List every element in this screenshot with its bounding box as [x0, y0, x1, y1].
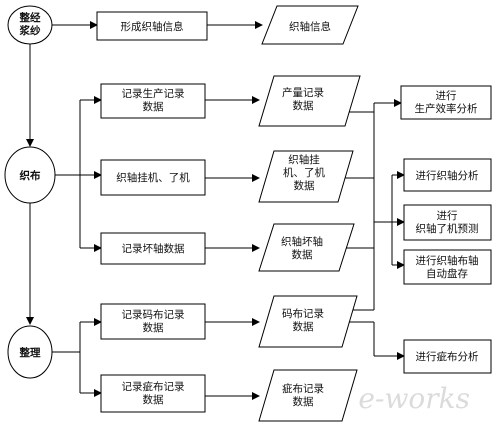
data-production-records: 产量记录数据	[258, 75, 361, 127]
circle-weaving-label: 织布	[20, 169, 41, 182]
label-line: 数据	[294, 179, 315, 192]
label-line: 进行织轴布轴	[416, 254, 479, 267]
label-line: 记录码布记录	[122, 309, 185, 321]
label-line: 形成织轴信息	[121, 20, 184, 33]
data-beam-on-off-label: 织轴挂机、了机数据	[283, 153, 325, 192]
label-line: 进行	[436, 89, 457, 102]
process-box-record-bad-beam: 记录坏轴数据	[100, 232, 206, 265]
analysis-production-efficiency: 进行生产效率分析	[400, 85, 492, 120]
label-line: 进行疵布分析	[416, 350, 479, 363]
label-line: 进行织轴分析	[416, 169, 479, 182]
label-line: 数据	[143, 100, 164, 113]
analysis-beam: 进行织轴分析	[403, 158, 492, 192]
data-production-records-label: 产量记录数据	[282, 86, 324, 112]
label-line: 产量记录	[282, 86, 324, 99]
data-beam-on-off: 织轴挂机、了机数据	[258, 150, 354, 203]
label-line: 码布记录	[282, 308, 324, 320]
data-bad-beam: 织轴坏轴数据	[258, 223, 355, 272]
connectors	[26, 21, 405, 400]
circle-finishing-label: 整理	[19, 346, 41, 359]
label-line: 织轴挂	[288, 153, 320, 166]
circle-weaving: 织布	[4, 146, 56, 204]
process-record-defect-cloth-label: 记录疵布记录数据	[122, 380, 185, 406]
label-line: 记录生产记录	[122, 87, 185, 100]
analysis-defect-cloth: 进行疵布分析	[403, 339, 492, 374]
label-line: 浆纱	[19, 24, 41, 37]
label-line: 数据	[293, 99, 314, 112]
label-line: 数据	[292, 248, 313, 261]
data-beam-info-label: 织轴信息	[289, 20, 331, 33]
label-line: 数据	[293, 395, 314, 408]
analysis-beam-off-prediction-label: 进行织轴了机预测	[416, 209, 479, 235]
data-defect-cloth: 疵布记录数据	[258, 369, 358, 422]
process-box-record-defect-cloth: 记录疵布记录数据	[100, 374, 206, 413]
data-defect-cloth-label: 疵布记录数据	[282, 382, 324, 408]
circle-warping-sizing: 整经浆纱	[7, 5, 53, 45]
label-line: 数据	[143, 321, 164, 334]
label-line: 织布	[20, 169, 41, 182]
label-line: 自动盘存	[426, 267, 468, 280]
label-line: 整经	[19, 11, 41, 24]
label-line: 数据	[293, 320, 314, 333]
label-line: 记录坏轴数据	[122, 242, 185, 255]
analysis-production-efficiency-label: 进行生产效率分析	[415, 89, 478, 115]
analysis-auto-inventory-label: 进行织轴布轴自动盘存	[416, 254, 479, 280]
process-record-bad-beam-label: 记录坏轴数据	[122, 242, 185, 255]
analysis-beam-label: 进行织轴分析	[416, 169, 479, 182]
label-line: 织轴挂机、了机	[116, 171, 190, 184]
process-record-cloth-measure-label: 记录码布记录数据	[122, 309, 185, 334]
label-line: 织轴坏轴	[281, 235, 323, 248]
eworks-watermark-logo: e-works	[358, 382, 470, 415]
analysis-defect-cloth-label: 进行疵布分析	[416, 350, 479, 363]
label-line: 记录疵布记录	[122, 380, 185, 393]
label-line: 数据	[143, 393, 164, 406]
label-line: 织轴了机预测	[416, 222, 479, 235]
circle-warping-sizing-label: 整经浆纱	[19, 11, 41, 37]
process-record-production-label: 记录生产记录数据	[122, 87, 185, 113]
watermark-text: e-works	[358, 382, 470, 415]
circle-finishing: 整理	[7, 325, 53, 379]
label-line: 进行	[437, 209, 458, 222]
data-cloth-measure-label: 码布记录数据	[282, 308, 324, 333]
process-box-record-production: 记录生产记录数据	[100, 83, 206, 119]
process-box-beam-on-off: 织轴挂机、了机	[100, 159, 206, 196]
data-bad-beam-label: 织轴坏轴数据	[281, 235, 323, 261]
analysis-auto-inventory: 进行织轴布轴自动盘存	[403, 249, 492, 285]
data-beam-info: 织轴信息	[261, 5, 359, 45]
label-line: 机、了机	[283, 166, 325, 179]
process-box-form-beam-info: 形成织轴信息	[96, 11, 208, 41]
process-box-record-cloth-measure: 记录码布记录数据	[100, 303, 206, 340]
process-beam-on-off-label: 织轴挂机、了机	[116, 171, 190, 184]
data-cloth-measure: 码布记录数据	[258, 295, 358, 348]
label-line: 织轴信息	[289, 20, 331, 33]
label-line: 疵布记录	[282, 382, 324, 395]
process-form-beam-info-label: 形成织轴信息	[121, 20, 184, 33]
label-line: 整理	[19, 346, 41, 359]
label-line: 生产效率分析	[415, 102, 478, 115]
analysis-beam-off-prediction: 进行织轴了机预测	[403, 204, 492, 241]
